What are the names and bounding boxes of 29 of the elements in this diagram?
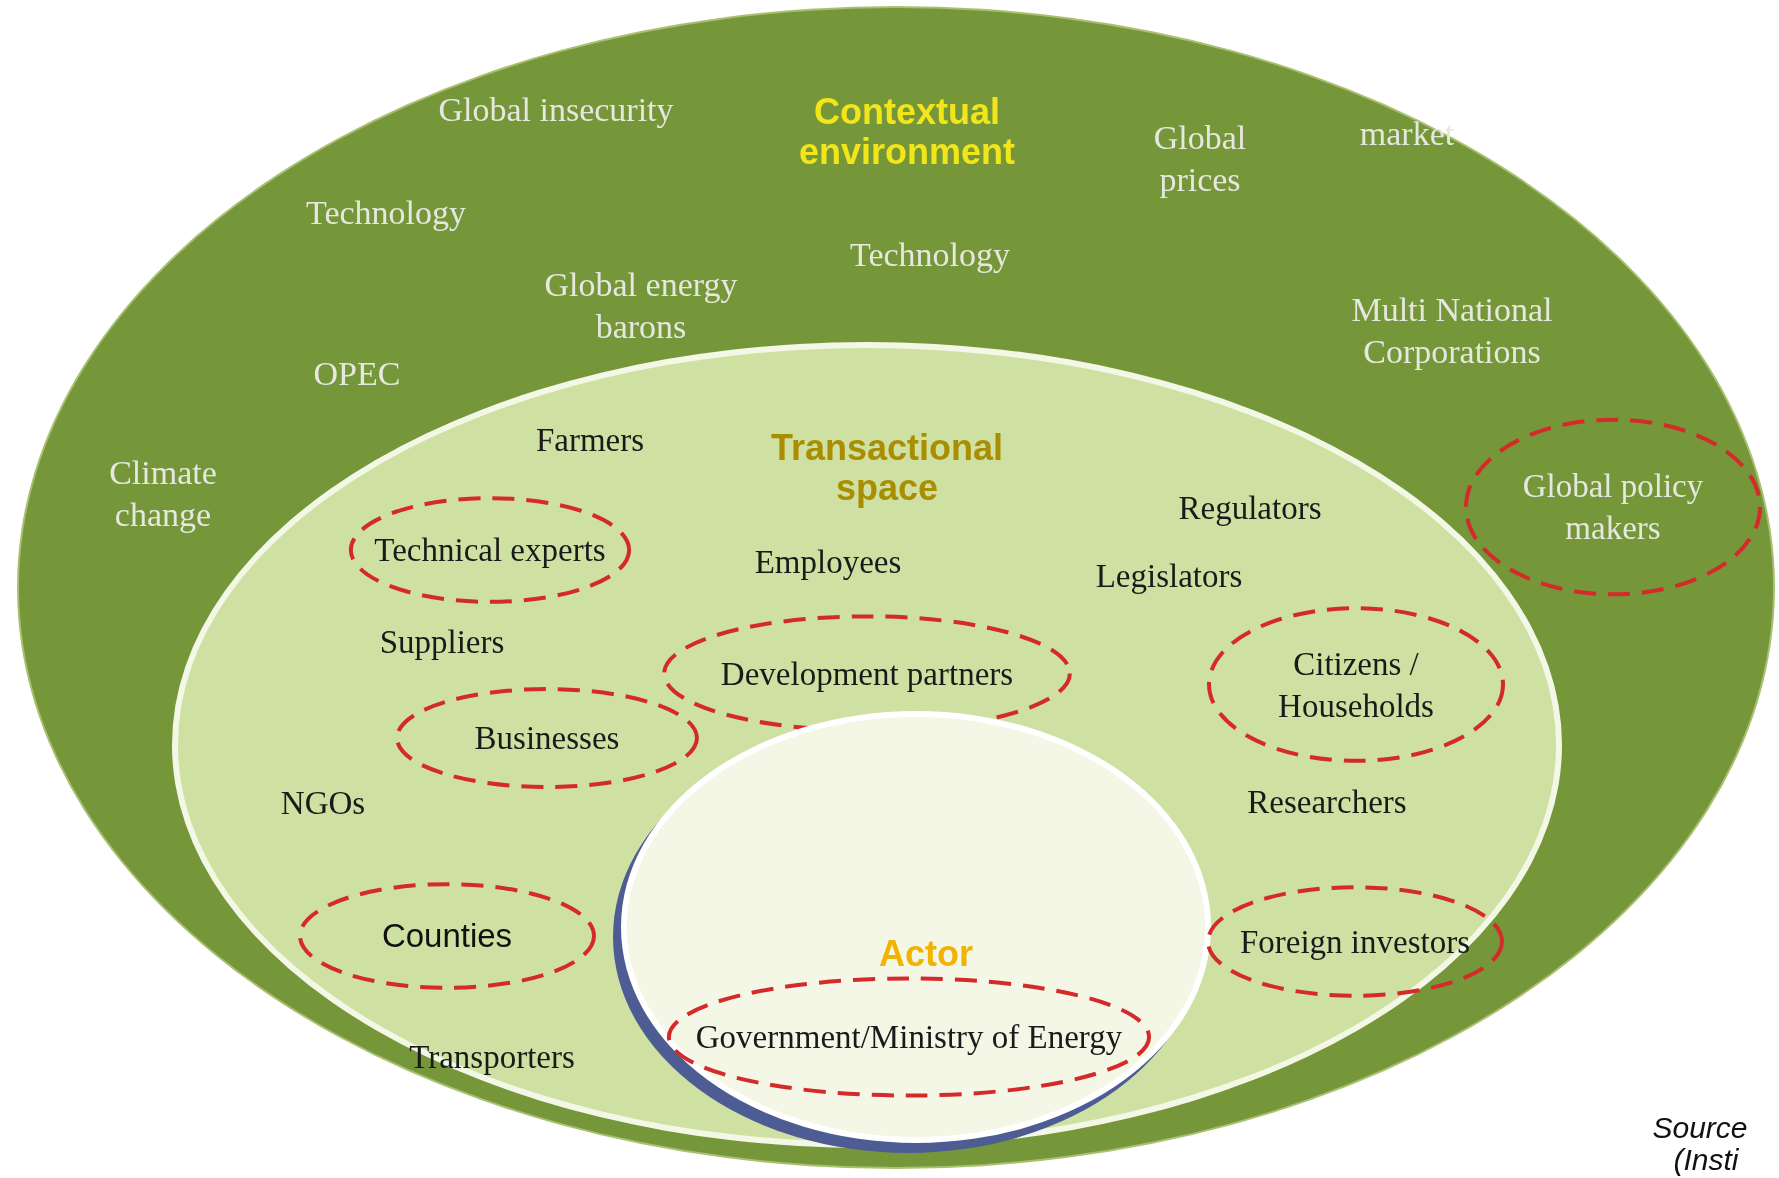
actor-label: Development partners <box>720 654 1014 694</box>
label-text: OPEC <box>312 354 402 394</box>
actor-label: Counties <box>381 916 513 956</box>
actor-label: Global policy makers <box>1521 467 1705 548</box>
actor-label: Government/Ministry of Energy <box>695 1018 1123 1057</box>
label-text: Global energy barons <box>543 265 739 347</box>
label-text: Source <box>1651 1112 1749 1144</box>
label-text: Suppliers <box>378 623 506 662</box>
label-text: Climate change <box>108 453 218 535</box>
label-text: Global prices <box>1152 118 1248 200</box>
label-text: Legislators <box>1094 557 1244 596</box>
label-text: Farmers <box>534 421 646 460</box>
label-text: Global insecurity <box>437 90 675 130</box>
actor-label: Businesses <box>474 719 620 758</box>
label-text: Multi National Corporations <box>1350 290 1554 372</box>
label-text: (Insti <box>1672 1144 1740 1176</box>
label-text: Employees <box>753 543 903 582</box>
label-text: Transporters <box>408 1038 576 1077</box>
region-title: Contextual environment <box>797 92 1016 172</box>
label-text: Technology <box>849 235 1011 275</box>
region-title: Transactional space <box>769 428 1005 508</box>
actor-label: Technical experts <box>374 531 606 570</box>
region-title: Actor <box>878 934 974 974</box>
label-text: NGOs <box>279 784 367 823</box>
label-text: Regulators <box>1177 489 1323 528</box>
actor-label: Citizens / Households <box>1277 644 1435 726</box>
actor-label: Foreign investors <box>1239 922 1471 962</box>
label-text: Technology <box>305 193 467 233</box>
label-text: Researchers <box>1246 783 1408 822</box>
